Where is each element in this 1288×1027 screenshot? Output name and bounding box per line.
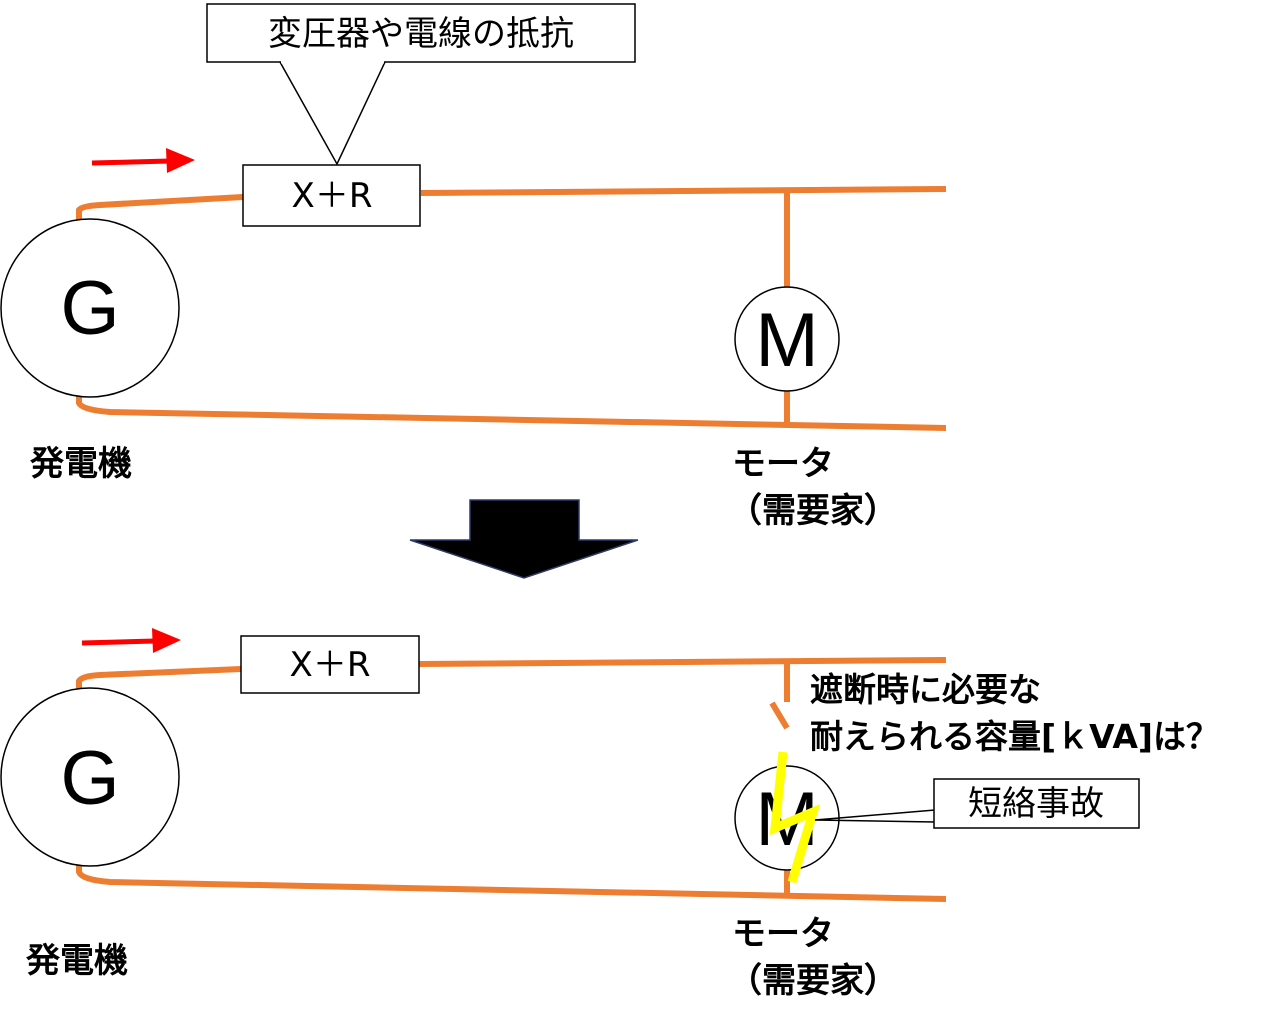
motor-sublabel-top: （需要家） [728, 491, 898, 531]
motor-symbol-top: M [755, 298, 818, 383]
impedance-label-top: X＋R [292, 176, 373, 216]
current-arrow-top [91, 148, 195, 173]
top-lower-wire [76, 388, 947, 431]
motor-label-top: モータ [732, 444, 834, 484]
callout-top-text: 変圧器や電線の抵抗 [268, 14, 574, 54]
short-circuit-bolt [769, 751, 821, 884]
fault-label: 短絡事故 [968, 784, 1104, 824]
top-upper-wire-right [420, 186, 947, 196]
motor-top: M [734, 286, 840, 392]
generator-bottom: G [0, 687, 180, 867]
motor-bottom: M [734, 765, 840, 871]
motor-sublabel-bottom: （需要家） [728, 961, 898, 1001]
generator-top: G [0, 218, 180, 398]
impedance-box-top: X＋R [242, 164, 421, 227]
bottom-circuit: X＋R G M 短絡事故 遮断時に必要な 耐えられる容量[ｋVA]は？ 発電機 … [0, 628, 1219, 1001]
fault-callout: 短絡事故 [814, 778, 1140, 829]
callout-top: 変圧器や電線の抵抗 [206, 3, 636, 166]
impedance-label-bottom: X＋R [290, 645, 371, 685]
question-line2: 耐えられる容量[ｋVA]は？ [810, 717, 1219, 756]
motor-label-bottom: モータ [732, 914, 834, 954]
generator-symbol-top: G [60, 266, 119, 351]
impedance-box-bottom: X＋R [240, 635, 420, 694]
current-arrow-bottom [81, 628, 181, 653]
top-upper-wire-left [76, 194, 244, 228]
generator-label-bottom: 発電機 [26, 941, 128, 981]
generator-symbol-bottom: G [60, 736, 119, 821]
bottom-upper-wire-right [418, 657, 947, 667]
open-breaker-switch [769, 701, 790, 730]
bottom-lower-wire [76, 858, 947, 902]
bottom-upper-wire-left [76, 666, 242, 698]
transition-arrow [409, 499, 639, 579]
question-line1: 遮断時に必要な [810, 670, 1041, 709]
top-circuit: 変圧器や電線の抵抗 X＋R G M 発電機 モータ （需要家） [0, 3, 947, 531]
generator-label-top: 発電機 [30, 444, 132, 484]
